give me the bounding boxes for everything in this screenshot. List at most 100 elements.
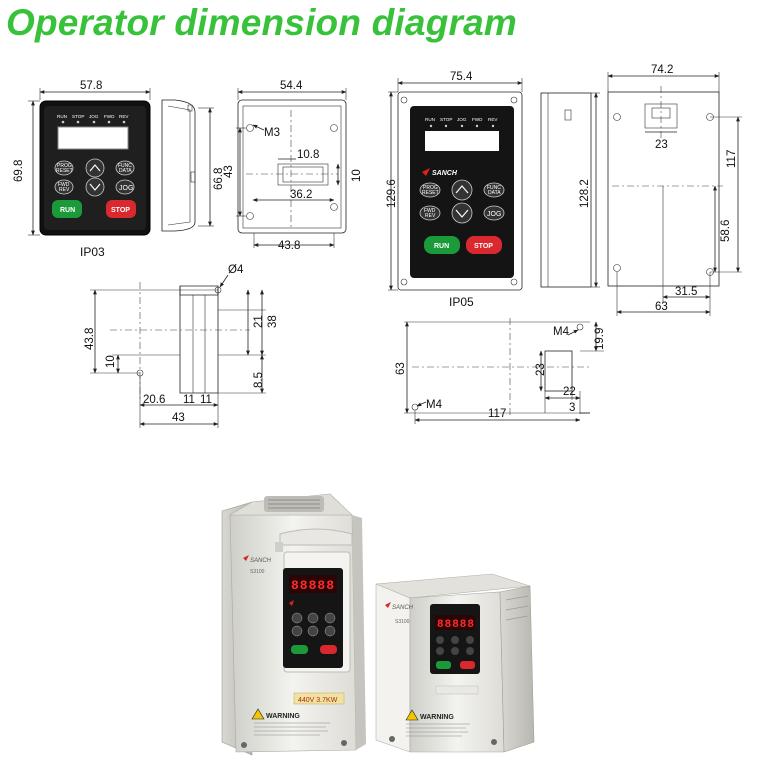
dim-ip05-cutout-23: 23 xyxy=(535,363,547,376)
ip05-display xyxy=(425,131,499,151)
large-brand: SANCH xyxy=(250,558,272,564)
dim-ip05-cutout-height: 63 xyxy=(395,362,407,375)
svg-text:FUNC: FUNC xyxy=(487,185,501,191)
ip03-down-key[interactable] xyxy=(85,177,105,197)
svg-text:RESET: RESET xyxy=(422,190,439,196)
svg-text:FWD: FWD xyxy=(472,117,483,122)
ip03-panel-cutout: Ø4 43.8 10 21 38 8.5 20.6 11 11 43 xyxy=(84,264,279,428)
svg-text:FUNC: FUNC xyxy=(118,163,132,169)
ip03-run-button[interactable] xyxy=(52,200,82,218)
small-brand: SANCH xyxy=(392,605,414,611)
large-rating: 440V 3.7KW xyxy=(298,697,338,704)
dim-ip03-hole-horizontal: 36.2 xyxy=(290,189,312,201)
dim-ip03-height: 69.8 xyxy=(13,160,25,182)
page-title: Operator dimension diagram xyxy=(6,2,517,43)
ip05-back-view: 74.2 23 117 58.6 31.5 63 xyxy=(607,64,742,316)
dim-ip05-cutout-screw-bottom: M4 xyxy=(426,399,443,411)
label-ip03: IP03 xyxy=(80,245,105,259)
dim-ip03-slot-height: 10 xyxy=(351,169,363,182)
svg-text:DATA: DATA xyxy=(119,168,132,174)
svg-text:88888: 88888 xyxy=(291,578,335,593)
dim-ip03-cutout-11b: 11 xyxy=(200,394,212,406)
ip05-fwd-key[interactable] xyxy=(419,205,441,221)
svg-text:RUN: RUN xyxy=(425,117,435,122)
dim-ip05-hole-horizontal: 63 xyxy=(655,301,668,313)
dim-ip03-cutout-bottom: 10 xyxy=(105,355,117,368)
dim-ip05-half-width: 31.5 xyxy=(675,286,697,298)
svg-text:JOG: JOG xyxy=(119,185,133,192)
dim-ip03-bottom-width: 43.8 xyxy=(278,240,300,252)
svg-text:FWD: FWD xyxy=(424,208,436,214)
inverter-large-photo: SANCH S3100 88888 440V 3.7KW WARNING xyxy=(221,493,366,756)
ip05-side-view: 128.2 xyxy=(540,92,600,288)
dim-ip03-screw: M3 xyxy=(264,127,280,139)
ip05-down-key[interactable] xyxy=(451,202,473,224)
svg-text:FWD: FWD xyxy=(104,114,115,119)
ip05-prog-key[interactable] xyxy=(419,182,441,198)
ip05-panel-cutout: 63 M4 19.9 23 22 3 M4 117 xyxy=(395,318,606,424)
dim-ip05-hole-mid: 58.6 xyxy=(720,220,732,242)
ip05-brand: SANCH xyxy=(432,170,458,177)
dim-ip03-cutout-38: 38 xyxy=(267,315,279,328)
ip03-up-key[interactable] xyxy=(85,158,105,178)
ip03-func-key[interactable] xyxy=(115,160,135,176)
ip03-jog-key[interactable] xyxy=(115,179,135,195)
svg-text:DATA: DATA xyxy=(488,190,501,196)
svg-text:STOP: STOP xyxy=(440,117,452,122)
ip05-run-button[interactable] xyxy=(424,236,460,254)
dim-ip03-cutout-hole: Ø4 xyxy=(228,264,244,276)
dim-ip03-width: 57.8 xyxy=(80,80,102,92)
label-ip05: IP05 xyxy=(449,295,474,309)
large-warning: WARNING xyxy=(266,713,300,720)
svg-text:REV: REV xyxy=(425,213,436,219)
ip05-up-key[interactable] xyxy=(451,179,473,201)
ip05-led-row: RUN STOP JOG FWD REV xyxy=(425,117,498,128)
svg-text:JOG: JOG xyxy=(487,211,501,218)
inverter-small-photo: SANCH S3100 88888 WARNING xyxy=(375,573,535,753)
svg-text:RUN: RUN xyxy=(60,207,75,214)
dim-ip03-hole-vertical: 43 xyxy=(223,165,235,178)
ip03-stop-button[interactable] xyxy=(106,200,136,218)
large-model: S3100 xyxy=(250,569,265,575)
small-warning: WARNING xyxy=(420,714,454,721)
dim-ip03-slot-offset: 10.8 xyxy=(297,149,319,161)
svg-text:RESET: RESET xyxy=(56,168,73,174)
dim-ip03-cutout-11a: 11 xyxy=(183,394,195,406)
dim-ip05-back-width: 74.2 xyxy=(651,64,673,76)
ip03-back-view: 54.4 M3 43 10.8 10 36.2 43.8 xyxy=(223,80,363,252)
dim-ip03-cutout-85: 8.5 xyxy=(253,372,265,388)
dim-ip03-cutout-height: 43.8 xyxy=(84,328,96,350)
svg-text:RUN: RUN xyxy=(434,243,449,250)
dim-ip05-hole-vertical: 117 xyxy=(726,150,738,168)
svg-text:PROG: PROG xyxy=(423,185,438,191)
svg-text:STOP: STOP xyxy=(111,207,130,214)
svg-text:RUN: RUN xyxy=(57,114,67,119)
ip03-side-view: 66.8 xyxy=(161,99,225,232)
ip03-prog-key[interactable] xyxy=(54,160,74,176)
small-model: S3100 xyxy=(395,619,410,625)
dim-ip03-depth: 66.8 xyxy=(213,168,225,190)
svg-text:JOG: JOG xyxy=(457,117,467,122)
dim-ip05-width: 75.4 xyxy=(450,71,473,83)
svg-text:REV: REV xyxy=(488,117,498,122)
dim-ip05-height: 129.6 xyxy=(386,179,398,208)
svg-text:STOP: STOP xyxy=(72,114,84,119)
svg-text:REV: REV xyxy=(119,114,129,119)
ip03-fwd-key[interactable] xyxy=(54,179,74,195)
svg-text:REV: REV xyxy=(59,187,70,193)
ip05-jog-key[interactable] xyxy=(483,205,505,221)
dim-ip05-cutout-screw-top: M4 xyxy=(553,326,570,338)
dim-ip05-cutout-width: 117 xyxy=(488,408,506,420)
ip05-stop-button[interactable] xyxy=(466,236,502,254)
dim-ip03-back-width: 54.4 xyxy=(280,80,303,92)
svg-text:FWD: FWD xyxy=(58,182,70,188)
ip05-func-key[interactable] xyxy=(483,182,505,198)
svg-text:88888: 88888 xyxy=(437,619,475,631)
svg-text:STOP: STOP xyxy=(474,243,493,250)
svg-text:PROG: PROG xyxy=(57,163,72,169)
dim-ip03-cutout-21: 21 xyxy=(253,315,265,328)
ip03-display xyxy=(57,126,129,150)
